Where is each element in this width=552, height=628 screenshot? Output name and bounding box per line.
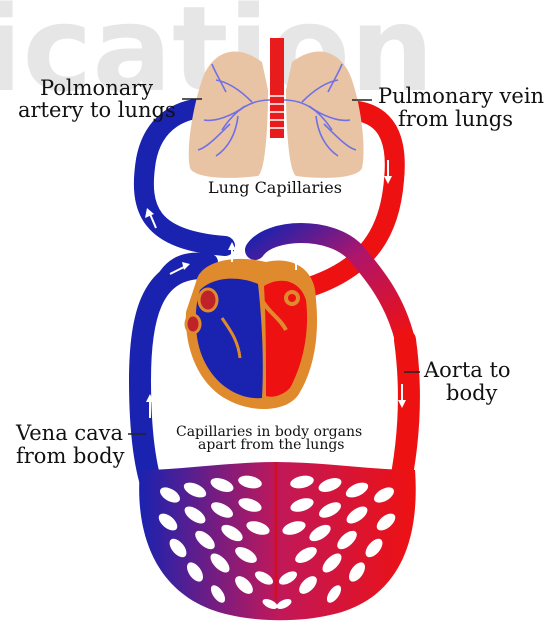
- vena-cava-label-line2: from body: [16, 444, 125, 468]
- pulmonary-artery-label-line1: Polmonary: [40, 76, 153, 100]
- valve-left: [199, 289, 217, 311]
- pulmonary-vein-label-line1: Pulmonary vein: [378, 84, 544, 108]
- pulmonary-vein-label-line2: from lungs: [398, 107, 513, 131]
- trachea: [270, 38, 284, 138]
- aorta-label-line2: body: [446, 381, 498, 405]
- aorta-label-line1: Aorta to: [423, 358, 511, 382]
- lung-capillaries-label: Lung Capillaries: [208, 178, 342, 197]
- body-capillaries-label-line2: apart from the lungs: [198, 437, 345, 453]
- heart: [186, 259, 317, 409]
- valve-lower-left: [186, 315, 200, 333]
- vena-cava-label-line1: Vena cava: [15, 421, 123, 445]
- pulmonary-artery-label-line2: artery to lungs: [18, 98, 176, 122]
